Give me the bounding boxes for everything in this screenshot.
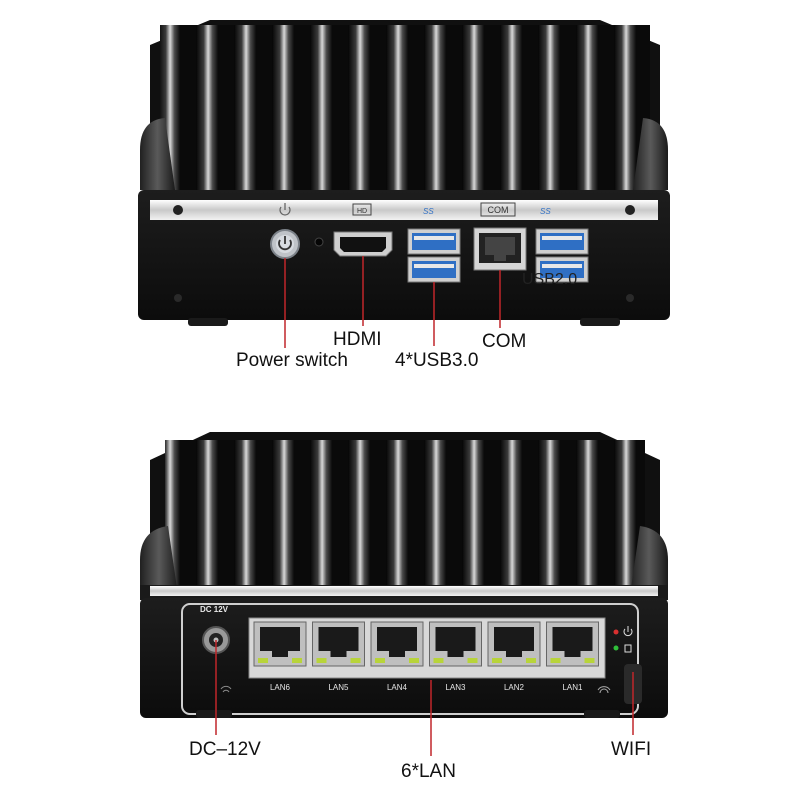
hd-icon: HD xyxy=(357,208,367,215)
lan-port-label: LAN3 xyxy=(445,683,466,692)
power-symbol-icon xyxy=(279,203,291,216)
ss-usb-left-icon: SS xyxy=(423,207,434,216)
usb2-overprint-label: USB2.0 xyxy=(522,271,578,288)
usb3-ports-left xyxy=(407,228,461,283)
lan-port-label: LAN5 xyxy=(328,683,349,692)
power-switch-callout: Power switch xyxy=(236,350,348,371)
led-indicator xyxy=(314,237,324,247)
com-icon: COM xyxy=(488,205,509,215)
hdd-led-icon xyxy=(624,644,632,653)
top-callout-lines xyxy=(284,256,501,348)
lan-port xyxy=(253,621,307,667)
lan-port xyxy=(429,621,482,667)
dc-12v-callout: DC–12V xyxy=(189,739,261,760)
green-led xyxy=(613,645,619,651)
lan-port xyxy=(546,621,599,667)
hdmi-port xyxy=(333,231,393,257)
power-led-icon xyxy=(623,626,633,637)
lan-port xyxy=(312,621,365,667)
red-led xyxy=(613,629,619,635)
lan-ports: LAN6 LAN5 LAN4 LAN3 LAN2 LAN1 xyxy=(253,621,599,692)
lan-port-label: LAN2 xyxy=(504,683,525,692)
com-port xyxy=(473,227,527,271)
bottom-mini-pc: DC 12V LAN6 LAN5 LAN4 LAN3 LAN2 LAN1 xyxy=(140,432,668,718)
com-callout: COM xyxy=(482,331,527,352)
usb-ports-right xyxy=(535,228,589,283)
hdmi-callout: HDMI xyxy=(333,329,382,350)
usb3-callout: 4*USB3.0 xyxy=(395,350,479,371)
hd-icon-box xyxy=(352,203,372,216)
ss-usb-right-icon: SS xyxy=(540,207,551,216)
wifi-callout: WIFI xyxy=(611,739,652,760)
bottom-callout-lines xyxy=(215,640,634,756)
wifi-antenna-left-icon xyxy=(220,685,232,693)
power-button xyxy=(270,229,300,259)
lan-callout: 6*LAN xyxy=(401,761,456,782)
lan-port-label: LAN4 xyxy=(387,683,408,692)
com-icon-box xyxy=(480,202,516,217)
lan-port xyxy=(487,621,541,667)
dc-12v-label: DC 12V xyxy=(200,605,229,614)
lan-port-label: LAN1 xyxy=(562,683,583,692)
lan-port xyxy=(370,621,424,667)
lan-port-label: LAN6 xyxy=(270,683,291,692)
wifi-antenna-right-icon xyxy=(597,686,611,694)
top-mini-pc: HD SS COM SS xyxy=(138,20,670,326)
